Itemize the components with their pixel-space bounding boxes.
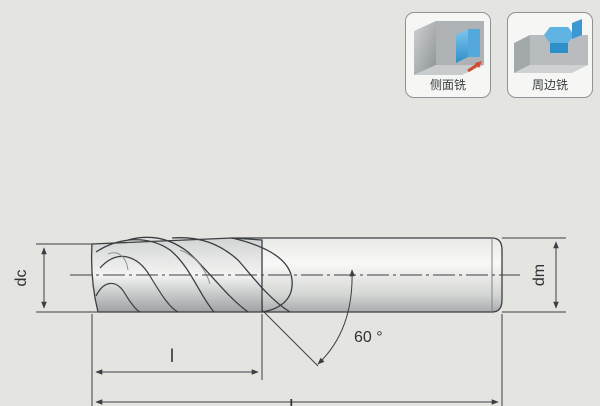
side-milling-label: 侧面铣 bbox=[429, 78, 466, 92]
helix-angle-dimension bbox=[261, 269, 356, 367]
side-milling-icon bbox=[414, 21, 484, 75]
peripheral-milling-card: 周边铣 bbox=[507, 12, 593, 98]
dc-label: dc bbox=[13, 270, 30, 287]
helix-angle-label: 60 ° bbox=[354, 329, 383, 346]
peripheral-milling-icon bbox=[514, 19, 588, 73]
overall-length-label: L bbox=[289, 396, 299, 406]
side-milling-card: 侧面铣 bbox=[405, 12, 491, 98]
flute-length-label: l bbox=[170, 346, 174, 366]
peripheral-milling-label: 周边铣 bbox=[531, 78, 568, 92]
dm-dimension bbox=[502, 237, 566, 313]
dc-dimension bbox=[36, 243, 98, 313]
dm-label: dm bbox=[531, 264, 548, 286]
flute-length-dimension bbox=[91, 314, 263, 406]
overall-length-dimension bbox=[95, 314, 503, 406]
